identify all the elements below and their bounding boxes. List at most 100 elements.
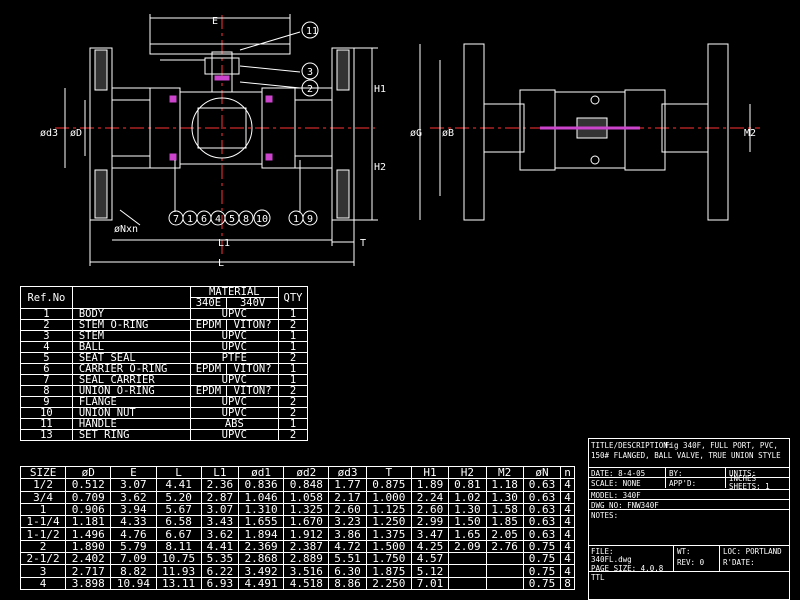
size-cell: 4.25 — [410, 539, 450, 554]
size-cell: 0.81 — [448, 478, 487, 492]
inches: INCHES — [729, 474, 757, 483]
size-cell: 6.22 — [200, 564, 240, 578]
dim-b: øB — [442, 128, 454, 139]
size-cell: 3.898 — [65, 576, 112, 590]
size-cell: 1.310 — [238, 502, 285, 517]
size-cell: 4 — [560, 527, 575, 541]
size-header-cell: T — [365, 465, 412, 480]
parts-cell: ABS — [189, 418, 280, 430]
size-cell: 3/4 — [19, 490, 67, 504]
parts-cell: 1 — [278, 374, 308, 386]
size-cell: 3.43 — [200, 515, 240, 529]
parts-cell: STEM O-RING — [71, 319, 191, 331]
size-cell: 0.836 — [238, 478, 285, 492]
size-cell: 3.07 — [110, 478, 157, 492]
size-cell: 2.402 — [65, 552, 112, 566]
size-cell: 1-1/4 — [19, 515, 67, 529]
header-name — [71, 286, 191, 309]
title-line2: 150# FLANGED, BALL VALVE, TRUE UNION STY… — [591, 451, 781, 460]
size-cell: 1.89 — [410, 478, 450, 492]
size-cell: 4.41 — [200, 539, 240, 554]
size-cell — [448, 552, 487, 566]
appd: APP'D: — [669, 479, 697, 488]
parts-cell: UPVC — [189, 396, 280, 408]
size-cell: 4.41 — [155, 478, 202, 492]
rdate: R'DATE: — [723, 558, 755, 567]
size-cell: 2.250 — [365, 576, 412, 590]
file: FILE: — [591, 547, 614, 556]
size-cell: 2.60 — [410, 502, 450, 517]
rev: REV: 0 — [677, 558, 705, 567]
size-cell: 1.02 — [448, 490, 487, 504]
parts-cell: SEAL CARRIER — [71, 374, 191, 386]
parts-cell: UPVC — [189, 341, 280, 353]
size-cell: 1.875 — [365, 564, 412, 578]
wt: WT: — [677, 547, 691, 556]
parts-cell: 9 — [20, 396, 73, 408]
parts-cell: 2 — [278, 396, 308, 408]
size-cell: 1.500 — [365, 539, 412, 554]
size-cell: 8.11 — [155, 539, 202, 554]
date: DATE: 8-4-05 — [591, 469, 646, 478]
size-cell: 2-1/2 — [19, 552, 67, 566]
size-cell: 7.09 — [110, 552, 157, 566]
ttl: TTL — [591, 573, 605, 582]
header-material: MATERIAL — [189, 286, 280, 298]
dim-d3: ød3 — [40, 128, 58, 139]
loc: LOC: PORTLAND — [723, 547, 782, 556]
balloon-label: 4 — [215, 214, 221, 225]
sheets: SHEETS: 1 — [729, 482, 770, 491]
side-view — [419, 43, 760, 221]
balloons-bottom: 7 1 6 4 5 8 10 1 9 — [168, 209, 318, 227]
parts-cell: VITON? — [226, 319, 280, 331]
size-cell: 2 — [19, 539, 67, 554]
size-cell: 4 — [560, 478, 575, 492]
size-cell: 2.889 — [283, 552, 330, 566]
size-cell: 2.99 — [410, 515, 450, 529]
size-cell: 2.868 — [238, 552, 285, 566]
size-cell: 1.058 — [283, 490, 330, 504]
parts-cell: 5 — [20, 352, 73, 364]
size-header-cell: E — [110, 465, 157, 480]
size-cell: 1.65 — [448, 527, 487, 541]
size-cell: 5.12 — [410, 564, 450, 578]
size-cell: 0.63 — [522, 478, 562, 492]
parts-cell: 2 — [278, 407, 308, 419]
size-cell: 1.894 — [238, 527, 285, 541]
size-cell: 11.93 — [155, 564, 202, 578]
size-cell: 2.36 — [200, 478, 240, 492]
size-cell: 4 — [560, 564, 575, 578]
size-cell: 4.72 — [328, 539, 367, 554]
balloon-label: 1 — [187, 214, 193, 225]
parts-cell: 1 — [278, 308, 308, 320]
size-cell: 1.50 — [448, 515, 487, 529]
size-cell: 2.76 — [485, 539, 524, 554]
size-cell: 3.23 — [328, 515, 367, 529]
parts-cell: UNION O-RING — [71, 385, 191, 397]
size-cell: 1.18 — [485, 478, 524, 492]
by: BY: — [669, 469, 683, 478]
parts-cell: 11 — [20, 418, 73, 430]
dim-m2: M2 — [744, 128, 756, 139]
parts-cell: UPVC — [189, 374, 280, 386]
size-cell: 1.30 — [448, 502, 487, 517]
parts-cell: UPVC — [189, 407, 280, 419]
parts-cell: 10 — [20, 407, 73, 419]
size-header-cell: L — [155, 465, 202, 480]
size-cell: 5.20 — [155, 490, 202, 504]
size-cell: 10.94 — [110, 576, 157, 590]
size-cell: 4.491 — [238, 576, 285, 590]
size-cell: 3.516 — [283, 564, 330, 578]
size-cell: 8 — [560, 576, 575, 590]
size-cell: 2.369 — [238, 539, 285, 554]
size-cell: 1.655 — [238, 515, 285, 529]
